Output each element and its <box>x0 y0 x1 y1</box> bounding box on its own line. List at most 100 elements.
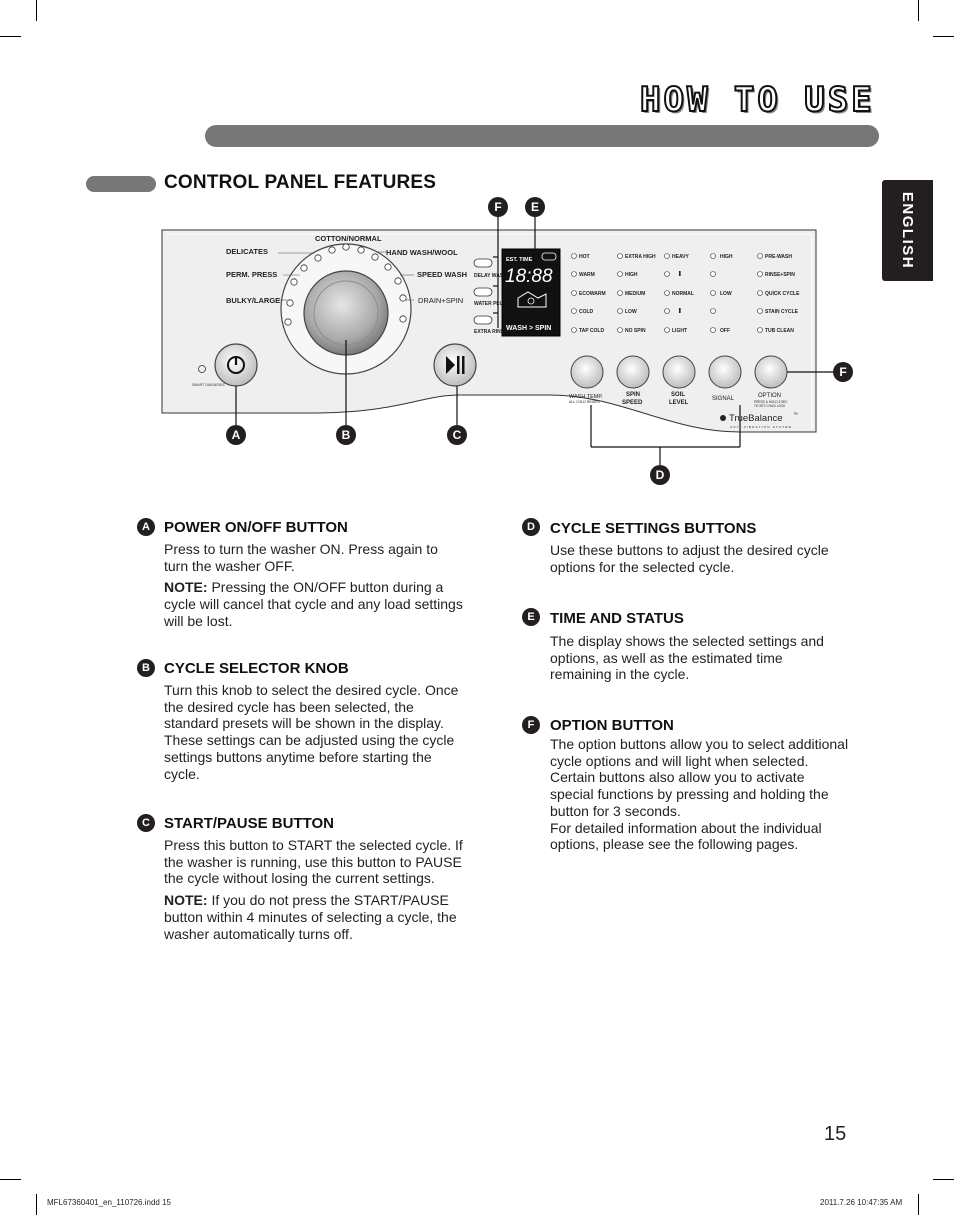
cycle-perm-press: PERM. PRESS <box>226 270 277 279</box>
note-label: NOTE: <box>164 892 208 909</box>
marker-f: F <box>522 716 540 734</box>
temp-option: ECOWARM <box>579 291 606 297</box>
feature-e-title: TIME AND STATUS <box>550 610 684 627</box>
extra-rinse-label: EXTRA RINSE <box>474 329 508 335</box>
display-digits: 18:88 <box>505 266 553 287</box>
soil-column: HEAVY NORMAL LIGHT <box>664 253 694 334</box>
signal-label: SIGNAL <box>712 396 735 402</box>
control-panel-illustration: DELICATES PERM. PRESS BULKY/LARGE COTTON… <box>161 215 833 465</box>
spin-option: HIGH <box>625 272 638 278</box>
water-plus-label: WATER PLUS <box>474 301 507 307</box>
soil-level-label: SOIL <box>671 392 685 398</box>
spin-speed-label: SPEED <box>622 400 643 406</box>
soil-level-label: LEVEL <box>669 400 689 406</box>
crop-mark <box>0 1179 21 1180</box>
callout-d: D <box>650 465 670 485</box>
feature-e-body: The display shows the selected settings … <box>550 633 840 683</box>
option-item: TUB CLEAN <box>765 328 794 334</box>
option-item: RINSE+SPIN <box>765 272 795 278</box>
est-time-label: EST. TIME <box>506 257 533 263</box>
marker-b: B <box>137 659 155 677</box>
crop-mark <box>918 1194 919 1215</box>
option-item: PRE-WASH <box>765 254 792 260</box>
spin-option: MEDIUM <box>625 291 645 297</box>
feature-f-title: OPTION BUTTON <box>550 717 674 734</box>
signal-option: HIGH <box>720 254 733 260</box>
smart-diagnosis-label: SMART DIAGNOSIS <box>192 383 225 387</box>
feature-c-title: START/PAUSE BUTTON <box>164 815 335 832</box>
feature-a-title: POWER ON/OFF BUTTON <box>164 519 348 536</box>
feature-f-text: The option buttons allow you to select a… <box>550 736 849 819</box>
wash-spin-label: WASH > SPIN <box>506 325 551 332</box>
feature-f-body: The option buttons allow you to select a… <box>550 736 850 853</box>
cycle-drain-spin: DRAIN+SPIN <box>418 296 463 305</box>
spin-option: LOW <box>625 309 637 315</box>
delay-wash-label: DELAY WASH <box>474 273 507 279</box>
brand-logo-dot <box>720 415 726 421</box>
temp-option: COLD <box>579 309 594 315</box>
feature-b-text: Turn this knob to select the desired cyc… <box>164 682 459 782</box>
crop-mark <box>0 36 21 37</box>
feature-b-body: Turn this knob to select the desired cyc… <box>164 682 464 782</box>
marker-a: A <box>137 518 155 536</box>
spin-speed-label: SPIN <box>626 392 640 398</box>
option-column: PRE-WASH RINSE+SPIN QUICK CYCLE STAIN CY… <box>757 253 800 334</box>
option-sub-label: TO SET CHILD LOCK <box>754 404 786 408</box>
cycle-delicates: DELICATES <box>226 247 268 256</box>
spin-option: NO SPIN <box>625 328 646 334</box>
feature-d-body: Use these buttons to adjust the desired … <box>550 542 855 575</box>
brand-subtitle: ANTI-VIBRATION SYSTEM <box>730 425 792 429</box>
status-display <box>501 248 561 337</box>
note-label: NOTE: <box>164 579 208 596</box>
feature-d-title: CYCLE SETTINGS BUTTONS <box>550 520 757 537</box>
callout-a: A <box>226 425 246 445</box>
temp-option: WARM <box>579 272 595 278</box>
feature-a-note: NOTE: Pressing the ON/OFF button during … <box>164 579 464 629</box>
soil-option: NORMAL <box>672 291 694 297</box>
temp-option: HOT <box>579 254 590 260</box>
note-text: Pressing the ON/OFF button during a cycl… <box>164 579 463 629</box>
temp-column: HOT WARM ECOWARM COLD TAP COLD <box>571 253 606 334</box>
section-title: CONTROL PANEL FEATURES <box>164 172 437 193</box>
callout-c: C <box>447 425 467 445</box>
spin-speed-button-shape <box>616 355 650 389</box>
feature-a-body: Press to turn the washer ON. Press again… <box>164 541 464 630</box>
signal-option: LOW <box>720 291 732 297</box>
page-header-title: HOW TO USE <box>639 79 875 121</box>
wash-temp-label: WASH TEMP. <box>569 394 603 400</box>
option-item: QUICK CYCLE <box>765 291 800 297</box>
wash-temp-button-shape <box>570 355 604 389</box>
note-text: If you do not press the START/PAUSE butt… <box>164 892 457 942</box>
page-number: 15 <box>824 1123 847 1145</box>
temp-option: TAP COLD <box>579 328 604 334</box>
cycle-bulky-large: BULKY/LARGE <box>226 296 280 305</box>
feature-f-text-2: For detailed information about the indiv… <box>550 819 822 853</box>
marker-e: E <box>522 608 540 626</box>
feature-c-note: NOTE: If you do not press the START/PAUS… <box>164 892 464 942</box>
crop-mark <box>918 0 919 21</box>
wash-temp-sub-label: ALL COLD RINSES <box>569 400 600 404</box>
crop-mark <box>933 36 954 37</box>
marker-d: D <box>522 518 540 536</box>
soil-option: HEAVY <box>672 254 690 260</box>
option-sub-label: PRESS & HOLD 3 SEC <box>754 400 788 404</box>
spin-option: EXTRA HIGH <box>625 254 656 260</box>
footer-file-name: MFL67360401_en_110726.indd 15 <box>47 1198 171 1207</box>
soil-option: LIGHT <box>672 328 687 334</box>
section-pill <box>86 176 156 192</box>
cycle-dots <box>284 243 407 326</box>
feature-a-text: Press to turn the washer ON. Press again… <box>164 541 438 574</box>
option-item: STAIN CYCLE <box>765 309 799 315</box>
signal-button-shape <box>708 355 742 389</box>
signal-option: OFF <box>720 328 730 334</box>
brand-trademark: ™ <box>793 412 798 418</box>
spin-column: EXTRA HIGH HIGH MEDIUM LOW NO SPIN <box>617 253 656 334</box>
feature-c-body: Press this button to START the selected … <box>164 837 464 942</box>
callout-e: E <box>525 197 545 217</box>
callout-b: B <box>336 425 356 445</box>
option-button-shape <box>754 355 788 389</box>
cycle-speed-wash: SPEED WASH <box>417 270 467 279</box>
cycle-hand-wash: HAND WASH/WOOL <box>386 248 458 257</box>
crop-mark <box>36 0 37 21</box>
language-tab: ENGLISH <box>882 180 933 281</box>
